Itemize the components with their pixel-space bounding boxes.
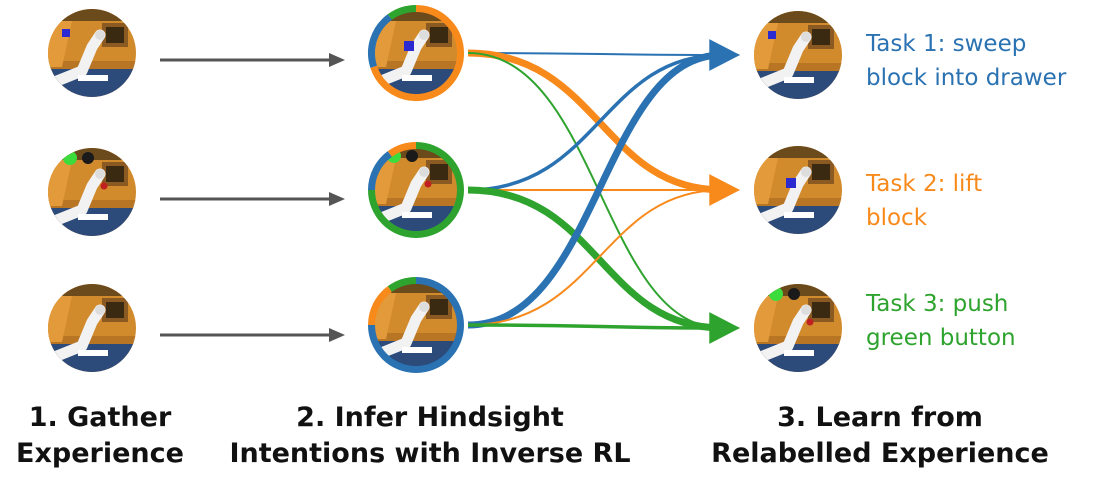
step-1-label: 1. Gather Experience (0, 400, 200, 472)
step-1-label-line-2: Experience (16, 438, 184, 469)
task-1-label: Task 1: sweep block into drawer (866, 27, 1066, 95)
task-2-label-line-2: block (866, 205, 928, 231)
step-1-label-line-1: 1. Gather (28, 402, 172, 433)
gathered-experience-1 (48, 7, 136, 97)
task-3-scene (754, 282, 842, 372)
robot-arm (754, 31, 814, 91)
inferred-experience-2 (368, 142, 464, 238)
ring-segment-green (368, 142, 464, 238)
green-button (63, 151, 77, 165)
flow-2-to-task-1 (467, 43, 740, 192)
step-3-label-line-2: Relabelled Experience (711, 438, 1049, 469)
gathered-experience-2 (48, 146, 136, 236)
block (404, 41, 414, 51)
ring-segment-green (387, 277, 417, 292)
task-3-label-line-1: Task 3: push (866, 291, 1009, 317)
step-2-label: 2. Infer Hindsight Intentions with Inver… (210, 400, 650, 472)
step-3-label-line-1: 3. Learn from (777, 402, 983, 433)
inferred-ring-3 (368, 277, 464, 373)
flow-3-to-task-3 (467, 316, 740, 340)
robot-arm (372, 29, 432, 89)
ring-segment-orange (387, 142, 417, 157)
task-3-label: Task 3: push green button (866, 287, 1016, 355)
gather-arrow-1 (160, 53, 345, 67)
flow-3-to-task-2 (467, 180, 740, 326)
ring-segment-blue (368, 277, 464, 373)
green-button (769, 287, 783, 301)
step-3-label: 3. Learn from Relabelled Experience (680, 400, 1080, 472)
task-3-label-line-2: green button (866, 325, 1016, 351)
ring-segment-orange (368, 286, 393, 326)
inferred-ring-1 (368, 5, 464, 101)
ring-segment-blue (368, 151, 393, 191)
inferred-ring-2 (368, 142, 464, 238)
block (768, 31, 776, 39)
robot-arm (372, 301, 432, 361)
gather-arrow-3 (160, 328, 345, 342)
step-2-label-line-1: 2. Infer Hindsight (296, 402, 564, 433)
robot-arm (754, 166, 814, 226)
ring-segment-green (387, 5, 417, 20)
task-1-label-line-2: block into drawer (866, 65, 1067, 91)
gather-arrow-2 (160, 192, 345, 206)
task-1-scene (754, 9, 842, 99)
robot-arm (48, 29, 108, 89)
inferred-experience-3 (368, 277, 464, 373)
robot-arm (48, 304, 108, 364)
task-2-label-line-1: Task 2: lift (866, 171, 983, 197)
inferred-experience-1 (368, 5, 464, 101)
block (62, 29, 70, 37)
robot-arm (754, 304, 814, 364)
gathered-experience-3 (48, 282, 136, 372)
flow-3-to-task-1 (467, 39, 740, 329)
relabel-flows (467, 39, 740, 344)
gather-arrows (160, 53, 345, 342)
block (786, 178, 796, 188)
task-2-scene (754, 144, 842, 234)
task-2-label: Task 2: lift block (866, 167, 982, 235)
ring-segment-blue (368, 14, 393, 68)
robot-arm (48, 168, 108, 228)
step-2-label-line-2: Intentions with Inverse RL (229, 438, 631, 469)
task-1-label-line-1: Task 1: sweep (866, 31, 1027, 57)
ring-segment-orange (370, 5, 464, 101)
robot-arm (372, 166, 432, 226)
experience-nodes (48, 5, 842, 373)
